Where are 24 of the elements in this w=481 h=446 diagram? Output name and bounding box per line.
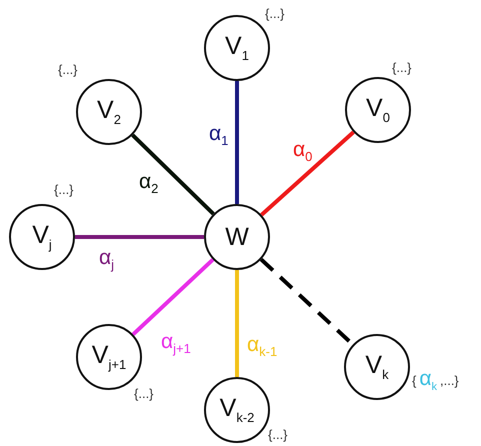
vertex-circle xyxy=(204,204,270,270)
connector-line xyxy=(260,130,355,216)
vertex-label: V$_{j+1}$ xyxy=(92,343,126,371)
vertex-label: V$_{2}$ xyxy=(97,98,121,126)
vertex-label: V$_{j}$ xyxy=(32,223,52,251)
vertex-label: V$_{k}$ xyxy=(365,353,389,381)
attribute-set-label: {...} xyxy=(265,6,285,21)
vertex-label: W xyxy=(225,224,249,250)
connector-line xyxy=(132,258,214,336)
attribute-set-label: {...} xyxy=(392,60,412,75)
vertex-label: V$_{k-2}$ xyxy=(220,396,254,424)
connector-line xyxy=(235,81,239,204)
attribute-set-label: { xyxy=(412,373,416,388)
attribute-set-label: {...} xyxy=(268,427,288,442)
attribute-set-label: α$_{k}$ xyxy=(419,367,437,394)
vertex-label: V$_{1}$ xyxy=(225,34,249,62)
connector-line xyxy=(131,134,215,216)
attribute-set-label: {...} xyxy=(54,182,74,197)
connector-line xyxy=(75,235,204,239)
attribute-set-label: ,...} xyxy=(440,373,459,388)
vertex-label: V$_{0}$ xyxy=(366,96,390,124)
attribute-set-label: {...} xyxy=(58,62,78,77)
attribute-set-label: {...} xyxy=(134,386,154,401)
connector-line xyxy=(235,270,239,377)
